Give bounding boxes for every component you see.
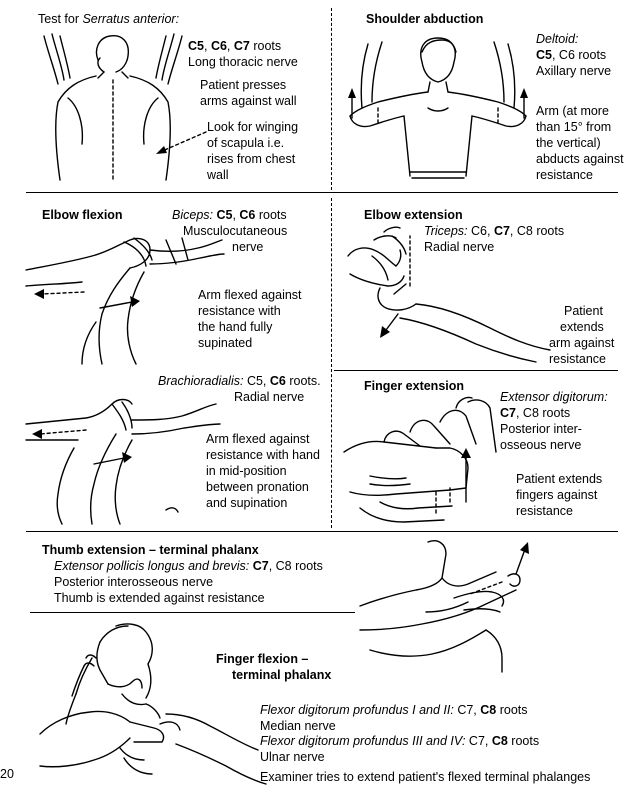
elbow-extension-nerve: Radial nerve (424, 240, 495, 254)
horizontal-divider-1 (26, 192, 618, 193)
brachioradialis-desc-line3: in mid-position (206, 464, 287, 478)
horizontal-divider-4 (30, 612, 355, 613)
elbow-flexion-desc-line3: the hand fully (198, 320, 273, 334)
finger-extension-roots: C7, C8 roots (500, 406, 571, 420)
elbow-extension-desc-line1: Patient (564, 304, 603, 318)
serratus-look-line1: Look for winging (207, 120, 299, 134)
page-number: 20 (0, 767, 14, 781)
shoulder-nerve: Axillary nerve (536, 64, 612, 78)
brachioradialis-nerve: Radial nerve (234, 390, 305, 404)
finger-extension-nerve-line1: Posterior inter- (500, 422, 582, 436)
finger-flexion-title-line2: terminal phalanx (232, 668, 332, 682)
serratus-patient-line2: arms against wall (200, 94, 297, 108)
thumb-extension-roots: Extensor pollicis longus and brevis: C7,… (54, 559, 323, 573)
elbow-flexion-desc-line1: Arm flexed against (198, 288, 302, 302)
brachioradialis-desc-line4: between pronation (206, 480, 309, 494)
serratus-look-line4: wall (207, 168, 229, 182)
elbow-extension-illustration (347, 226, 551, 363)
brachioradialis-roots: Brachioradialis: C5, C6 roots. (158, 374, 321, 388)
serratus-look-line2: of scapula i.e. (207, 136, 285, 150)
brachioradialis-desc-line5: and supination (206, 496, 288, 510)
thumb-extension-nerve: Posterior interosseous nerve (54, 575, 214, 589)
elbow-flexion-nerve-line1: Musculocutaneous (183, 224, 288, 238)
brachioradialis-desc-line1: Arm flexed against (206, 432, 310, 446)
finger-flexion-nerve2: Ulnar nerve (260, 750, 325, 764)
thumb-extension-title: Thumb extension – terminal phalanx (42, 543, 259, 557)
serratus-title: Test for Serratus anterior: (38, 12, 180, 26)
finger-extension-desc-line3: resistance (516, 504, 573, 518)
finger-flexion-desc: Examiner tries to extend patient's flexe… (260, 770, 591, 784)
elbow-flexion-illustration (25, 237, 225, 365)
finger-extension-nerve-line2: osseous nerve (500, 438, 582, 452)
finger-flexion-title-line1: Finger flexion – (216, 652, 309, 666)
elbow-extension-roots: Triceps: C6, C7, C8 roots (424, 224, 565, 238)
finger-flexion-illustration (39, 623, 267, 785)
shoulder-desc-line2: than 15° from (536, 120, 612, 134)
shoulder-title: Shoulder abduction (366, 12, 484, 26)
brachioradialis-desc-line2: resistance with hand (206, 448, 320, 462)
serratus-roots: C5, C6, C7 roots (188, 39, 282, 53)
finger-extension-muscle: Extensor digitorum: (500, 390, 608, 404)
elbow-extension-desc-line3: arm against (549, 336, 615, 350)
finger-flexion-muscle1: Flexor digitorum profundus I and II: C7,… (260, 703, 528, 717)
back-illustration (43, 33, 183, 181)
finger-flexion-nerve1: Median nerve (260, 719, 336, 733)
elbow-flexion-roots: Biceps: C5, C6 roots (172, 208, 287, 222)
shoulder-abduction-illustration (348, 37, 528, 179)
finger-extension-illustration (343, 396, 497, 523)
elbow-flexion-desc-line2: resistance with (198, 304, 281, 318)
horizontal-divider-3 (26, 531, 618, 532)
finger-extension-desc-line2: fingers against (516, 488, 598, 502)
elbow-flexion-desc-line4: supinated (198, 336, 253, 350)
shoulder-muscle: Deltoid: (536, 32, 579, 46)
brachioradialis-illustration (25, 398, 221, 525)
shoulder-desc-line5: resistance (536, 168, 593, 182)
shoulder-desc-line4: abducts against (536, 152, 624, 166)
thumb-extension-illustration (359, 540, 529, 673)
finger-extension-desc-line1: Patient extends (516, 472, 603, 486)
elbow-extension-desc-line4: resistance (549, 352, 606, 366)
elbow-extension-title: Elbow extension (364, 208, 463, 222)
shoulder-desc-line3: the vertical) (536, 136, 601, 150)
elbow-flexion-title: Elbow flexion (42, 208, 123, 222)
vertical-divider-top (331, 8, 332, 190)
finger-flexion-muscle2: Flexor digitorum profundus III and IV: C… (260, 734, 540, 748)
serratus-nerve: Long thoracic nerve (188, 55, 298, 69)
serratus-patient-line1: Patient presses (200, 78, 287, 92)
elbow-flexion-nerve-line2: nerve (232, 240, 264, 254)
shoulder-desc-line1: Arm (at more (536, 104, 609, 118)
shoulder-roots: C5, C6 roots (536, 48, 607, 62)
elbow-extension-desc-line2: extends (560, 320, 604, 334)
finger-extension-title: Finger extension (364, 379, 465, 393)
serratus-look-line3: rises from chest (207, 152, 296, 166)
winging-pointer-arrow (156, 131, 207, 154)
thumb-extension-desc: Thumb is extended against resistance (54, 591, 265, 605)
horizontal-divider-2 (334, 370, 618, 371)
vertical-divider-middle (331, 198, 332, 528)
